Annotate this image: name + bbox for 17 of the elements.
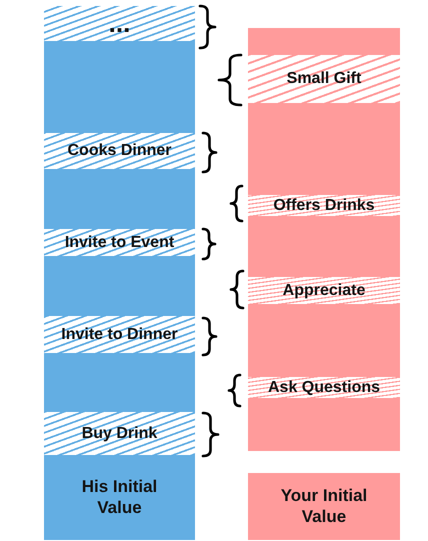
bar-segment [44, 169, 195, 229]
segment-label: Appreciate [282, 280, 366, 300]
bar-segment [248, 28, 400, 55]
segment-label: Small Gift [286, 69, 362, 89]
segment-label: Offers Drinks [273, 198, 375, 214]
bar-segment [248, 103, 400, 195]
segment-label: His Initial Value [80, 477, 158, 518]
bar-segment [248, 398, 400, 451]
bar-segment [44, 455, 195, 540]
segment-label: Your Initial Value [280, 486, 368, 527]
segment-label: Ask Questions [268, 380, 380, 396]
bar-segment [44, 353, 195, 412]
bar-segment [248, 216, 400, 277]
bar-segment [44, 256, 195, 316]
bar-segment [248, 304, 400, 377]
bar-segment [248, 473, 400, 540]
bar-segment [44, 41, 195, 133]
